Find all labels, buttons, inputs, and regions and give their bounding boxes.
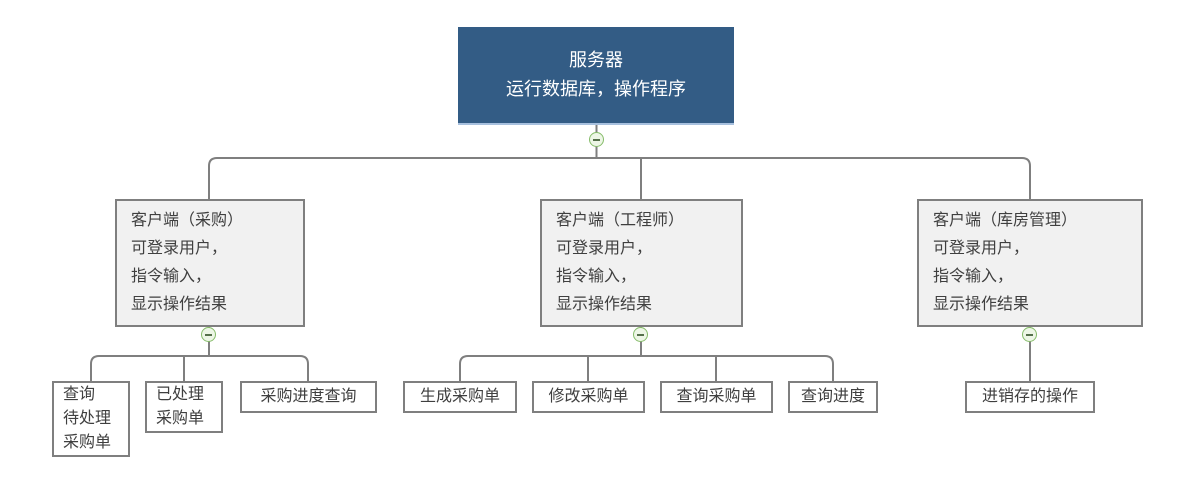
client-node-line: 可登录用户， [131, 240, 228, 257]
leaf-node-inventory-operations[interactable]: 进销存的操作 [965, 381, 1095, 413]
minus-glyph [1026, 333, 1033, 336]
client-node-purchase[interactable]: 客户端（采购） 可登录用户， 指令输入， 显示操作结果 [115, 199, 305, 327]
minus-glyph [593, 138, 600, 141]
client-node-line: 指令输入， [933, 268, 1014, 285]
leaf-node-line: 查询 [63, 386, 96, 403]
leaf-node-po-progress-query[interactable]: 采购进度查询 [240, 381, 377, 413]
root-node-line: 运行数据库，操作程序 [506, 79, 686, 99]
leaf-node-processed-po[interactable]: 已处理 采购单 [145, 381, 223, 433]
client-node-engineer[interactable]: 客户端（工程师） 可登录用户， 指令输入， 显示操作结果 [540, 199, 743, 327]
collapse-minus-icon-root[interactable] [589, 132, 604, 147]
connector-engineer-rail [459, 355, 834, 381]
leaf-node-modify-po[interactable]: 修改采购单 [532, 381, 645, 413]
root-node-server[interactable]: 服务器 运行数据库，操作程序 [458, 27, 734, 125]
collapse-minus-icon-warehouse[interactable] [1022, 327, 1037, 342]
leaf-node-line: 采购进度查询 [260, 388, 357, 405]
client-node-line: 显示操作结果 [556, 296, 653, 313]
leaf-node-line: 采购单 [63, 434, 112, 451]
leaf-node-line: 待处理 [63, 410, 112, 427]
leaf-node-query-pending-po[interactable]: 查询 待处理 采购单 [52, 381, 130, 457]
leaf-node-query-po[interactable]: 查询采购单 [660, 381, 773, 413]
leaf-node-line: 进销存的操作 [981, 388, 1078, 405]
leaf-node-line: 查询采购单 [676, 388, 757, 405]
client-node-line: 客户端（工程师） [556, 212, 685, 229]
client-node-line: 显示操作结果 [933, 296, 1030, 313]
leaf-node-line: 查询进度 [800, 388, 865, 405]
leaf-node-line: 已处理 [156, 386, 205, 403]
leaf-node-line: 修改采购单 [548, 388, 629, 405]
client-node-line: 指令输入， [556, 268, 637, 285]
client-node-line: 客户端（采购） [131, 212, 244, 229]
root-node-line: 服务器 [569, 50, 623, 70]
minus-glyph [205, 333, 212, 336]
leaf-node-line: 采购单 [156, 410, 205, 427]
client-node-line: 客户端（库房管理） [933, 212, 1078, 229]
client-node-warehouse[interactable]: 客户端（库房管理） 可登录用户， 指令输入， 显示操作结果 [917, 199, 1143, 327]
leaf-node-line: 生成采购单 [419, 388, 500, 405]
leaf-node-query-progress[interactable]: 查询进度 [788, 381, 878, 413]
connector-level1-rail [208, 157, 1031, 199]
connector-purchase-rail [90, 355, 309, 381]
client-node-line: 可登录用户， [933, 240, 1030, 257]
collapse-minus-icon-engineer[interactable] [633, 327, 648, 342]
leaf-node-create-po[interactable]: 生成采购单 [403, 381, 517, 413]
client-node-line: 指令输入， [131, 268, 212, 285]
client-node-line: 显示操作结果 [131, 296, 228, 313]
minus-glyph [637, 333, 644, 336]
collapse-minus-icon-purchase[interactable] [201, 327, 216, 342]
client-node-line: 可登录用户， [556, 240, 653, 257]
